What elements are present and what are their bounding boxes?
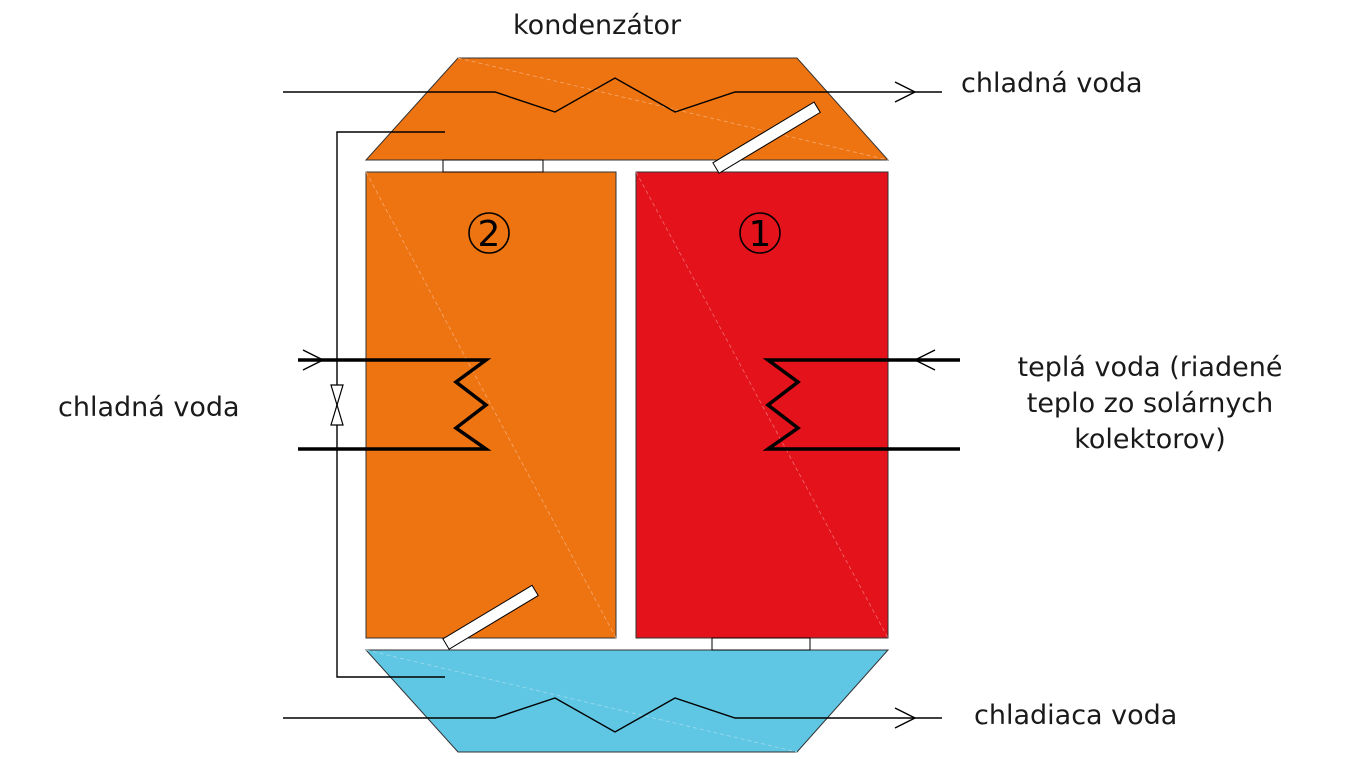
arrow-head-icon (913, 349, 936, 371)
chamber-1-coil (762, 358, 960, 451)
flap-valve-bottom (442, 584, 539, 650)
evaporator-coil (283, 697, 942, 733)
adsorber-chamber-2 (365, 171, 617, 639)
warm-water-label: teplá voda (riadené teplo zo solárnych k… (1017, 352, 1283, 455)
evaporator-vessel (364, 649, 890, 753)
flap-valve-top (712, 101, 821, 174)
connector-top-left (442, 159, 544, 173)
condenser-label: kondenzátor (513, 10, 682, 41)
chamber-2-coil (298, 358, 492, 451)
arrow-head-icon (302, 349, 325, 371)
chamber-1-badge: 1 (739, 212, 781, 255)
arrow-head-icon (894, 81, 917, 103)
connector-bottom-right (711, 637, 811, 651)
cooling-water-label: chladiaca voda (974, 700, 1178, 731)
cold-water-top-label: chladná voda (961, 68, 1143, 99)
cold-water-left-label: chladná voda (58, 392, 240, 423)
arrow-head-icon (894, 707, 917, 729)
chamber-1-number: 1 (749, 214, 772, 255)
expansion-valve-icon (330, 384, 344, 426)
chamber-2-number: 2 (478, 214, 501, 255)
chamber-2-badge: 2 (468, 212, 510, 255)
condenser-coil (283, 77, 942, 113)
